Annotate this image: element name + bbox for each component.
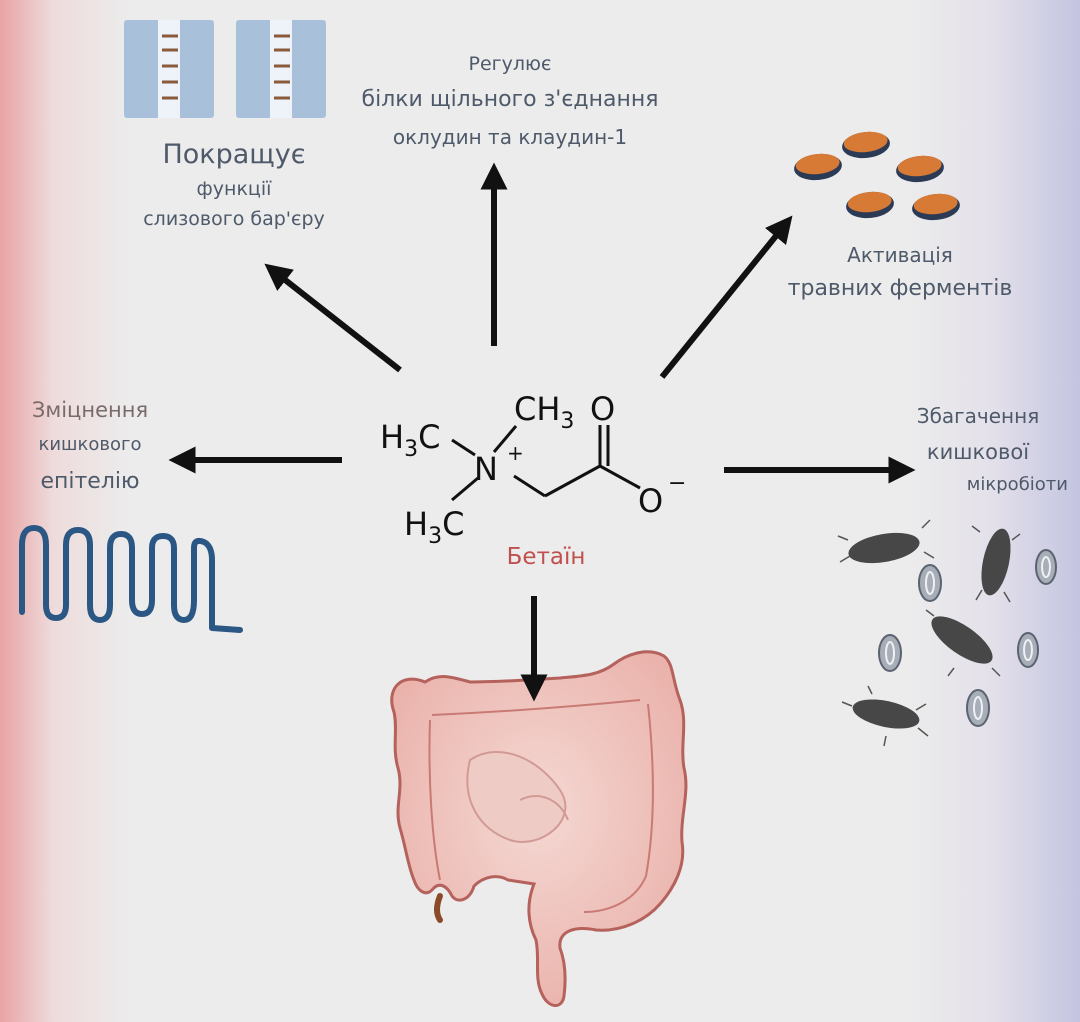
- microbiota-icon: [837, 519, 1057, 747]
- intestine-icon: [390, 650, 688, 1007]
- epithelium-line1: Зміцнення: [31, 398, 149, 422]
- mucosal-barrier-label: Покращує функції слизового бар'єру: [94, 136, 374, 234]
- svg-text:H3C: H3C: [380, 418, 440, 462]
- ch3-top-c: CH: [514, 390, 560, 428]
- tight-junction-line2: білки щільного з'єднання: [361, 87, 659, 112]
- ch3-left-sub: 3: [404, 437, 418, 462]
- arrow-to-enzymes: [659, 215, 793, 379]
- bond-n-ch2: [513, 474, 546, 498]
- oxygen-charge: −: [668, 471, 686, 496]
- epithelium-line2: кишкового: [38, 434, 142, 455]
- microbiota-line1: Збагачення: [916, 404, 1040, 428]
- mucosal-barrier-line3: слизового бар'єру: [143, 208, 325, 230]
- bond-n-ch3-left: [451, 438, 476, 457]
- arrow-to-mucosal-barrier: [264, 263, 402, 373]
- enzymes-line2: травних ферментів: [787, 276, 1013, 301]
- tight-junction-label: Регулює білки щільного з'єднання оклудин…: [330, 48, 690, 154]
- bond-n-ch3-top: [492, 425, 518, 453]
- microbiota-line3: мікробіоти: [966, 474, 1068, 495]
- enzymes-icon: [794, 131, 960, 221]
- bond-c-o-single: [599, 464, 641, 490]
- tight-junction-line3: оклудин та клаудин-1: [392, 125, 628, 149]
- microbiota-label: Збагачення кишкової мікробіоти: [880, 398, 1076, 500]
- microbiota-line2: кишкової: [926, 440, 1030, 464]
- ch3-left-c: C: [418, 418, 440, 456]
- arrows: [168, 162, 916, 702]
- oxygen-double: O: [590, 390, 615, 428]
- ch3-bottom-c: C: [442, 505, 464, 543]
- compound-name: Бетаїн: [506, 544, 586, 570]
- epithelium-line3: епітелію: [40, 469, 140, 494]
- mucosal-barrier-icon: [124, 20, 326, 118]
- svg-text:H3C: H3C: [404, 505, 464, 549]
- bond-ch2-c: [544, 464, 601, 498]
- mucosal-barrier-line2: функції: [196, 178, 272, 200]
- epithelium-label: Зміцнення кишкового епітелію: [0, 392, 180, 502]
- bond-n-ch3-bottom: [451, 476, 479, 502]
- ch3-left-h: H: [380, 418, 404, 456]
- ch3-top-sub: 3: [560, 409, 574, 434]
- epithelium-wave-icon: [19, 525, 243, 633]
- enzymes-label: Активація травних ферментів: [760, 240, 1040, 308]
- oxygen-single: O: [638, 482, 663, 520]
- nitrogen-atom: N: [474, 450, 498, 488]
- svg-text:CH3: CH3: [514, 390, 574, 434]
- tight-junction-line1: Регулює: [468, 53, 552, 75]
- nitrogen-charge: +: [507, 441, 524, 465]
- ch3-bottom-sub: 3: [428, 524, 442, 549]
- betaine-structure: CH3 H3C H3C N + O O −: [380, 390, 686, 549]
- enzymes-line1: Активація: [847, 243, 953, 267]
- mucosal-barrier-line1: Покращує: [162, 139, 306, 170]
- ch3-bottom-h: H: [404, 505, 428, 543]
